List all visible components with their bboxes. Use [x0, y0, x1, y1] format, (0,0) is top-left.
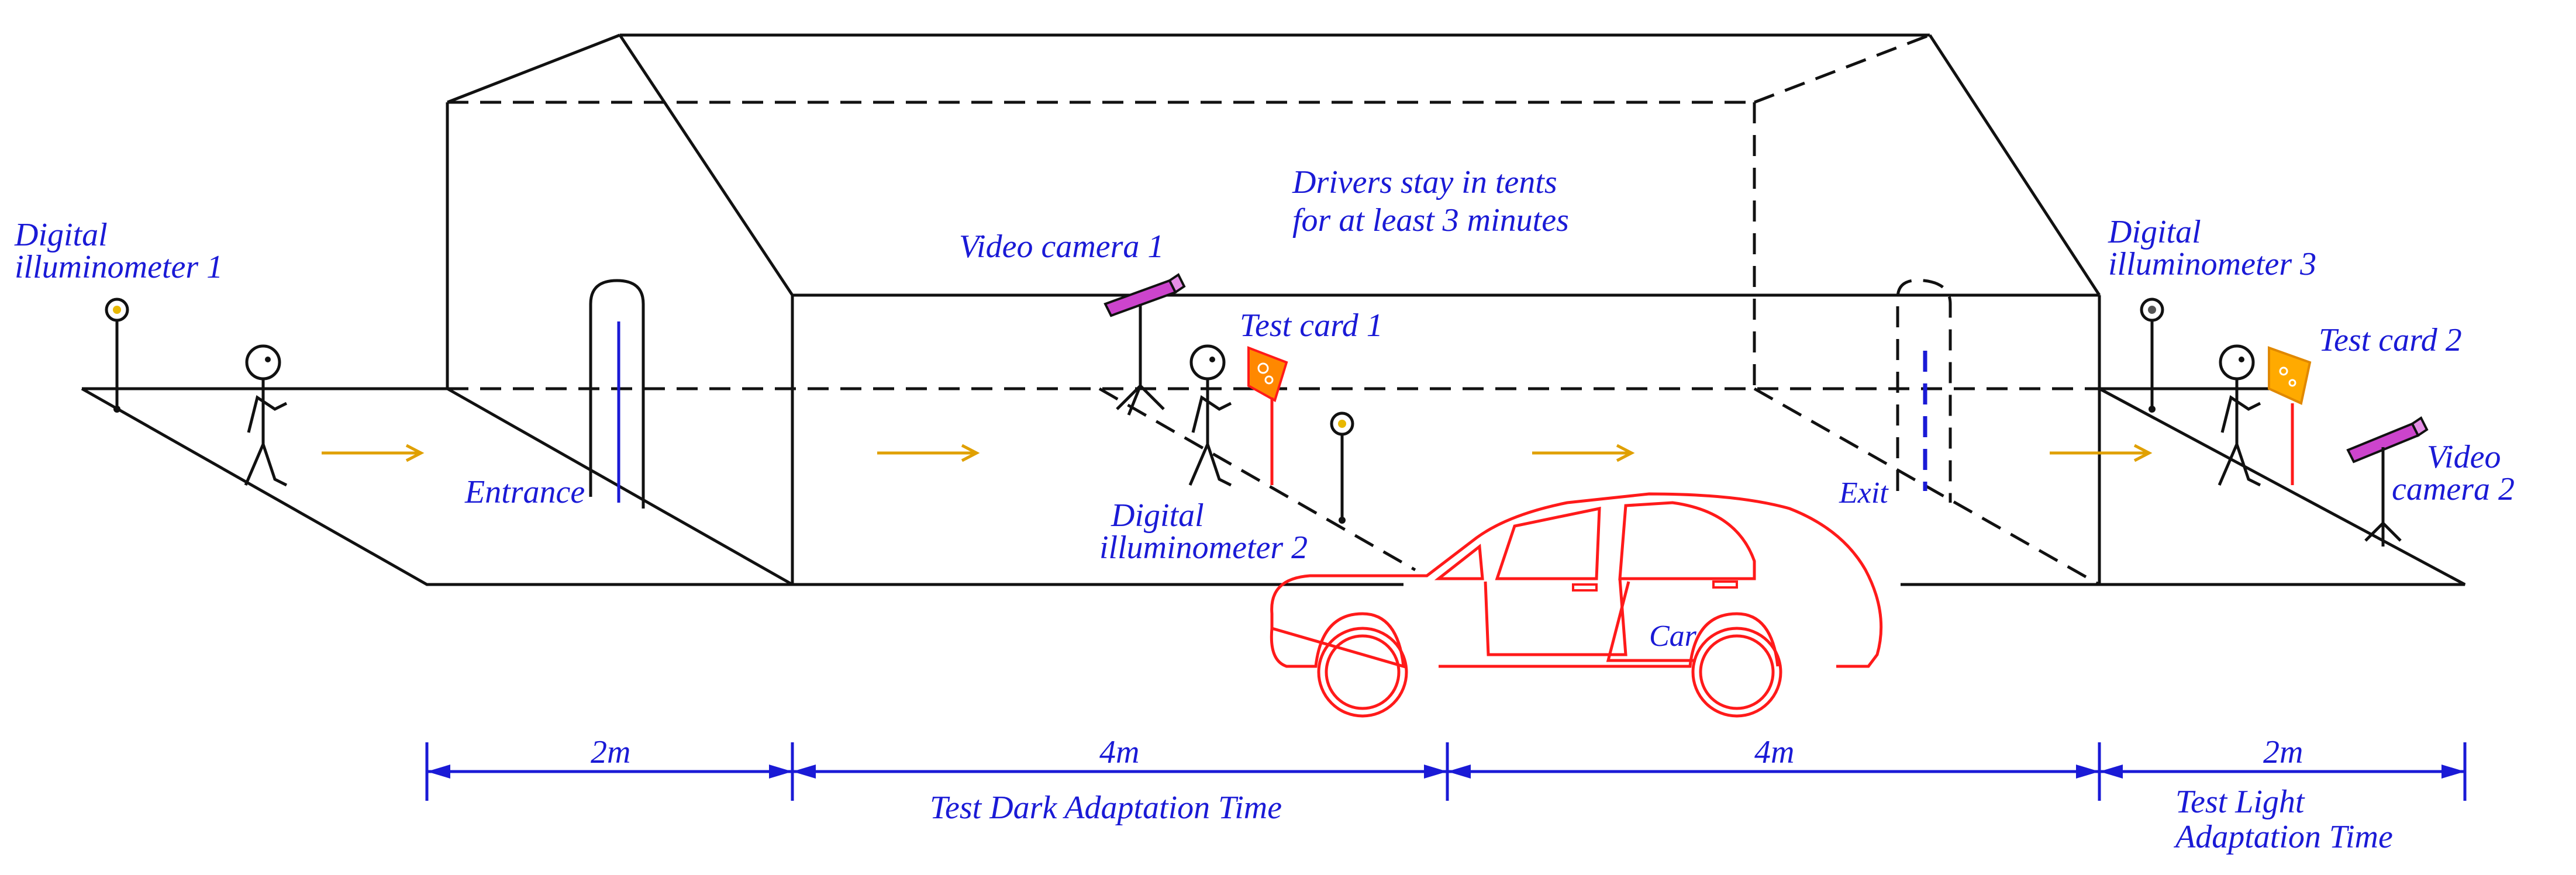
dimension-seg2-label: 4m	[1099, 734, 1139, 770]
dark-adaptation-caption: Test Dark Adaptation Time	[930, 790, 1282, 826]
illuminometer-2-label-line2: illuminometer 2	[1099, 530, 1308, 566]
video-camera-2-label-line2: camera 2	[2392, 471, 2515, 507]
arrow-right-icon	[2050, 444, 2153, 462]
illuminometer-1-label-line1: Digital	[14, 217, 108, 253]
pedestrian-figure-2	[1188, 344, 1232, 487]
test-card-1-icon	[1247, 346, 1288, 485]
arrow-right-icon	[877, 444, 980, 462]
dimension-seg4-label: 2m	[2263, 734, 2303, 770]
test-card-2-label: Test card 2	[2319, 322, 2462, 358]
tent-note-line1: Drivers stay in tents	[1292, 164, 1557, 200]
exit-door	[1896, 278, 1952, 503]
pedestrian-figure-3	[2218, 344, 2261, 487]
arrow-right-icon	[1532, 444, 1635, 462]
exit-label: Exit	[1839, 476, 1889, 510]
illuminometer-3-icon	[2140, 298, 2164, 413]
car-outline-icon	[1270, 492, 1883, 718]
video-camera-1-icon	[1103, 273, 1186, 416]
test-card-1-label: Test card 1	[1240, 307, 1383, 344]
tent-note-line2: for at least 3 minutes	[1292, 202, 1569, 238]
light-adaptation-caption-line1: Test Light	[2175, 784, 2305, 820]
video-camera-1-label: Video camera 1	[959, 229, 1164, 265]
pedestrian-figure-1	[244, 344, 288, 487]
entrance-label: Entrance	[464, 474, 585, 510]
car-label: Car	[1649, 620, 1697, 653]
ground-left-platform	[81, 387, 792, 586]
video-camera-2-icon	[2346, 416, 2429, 547]
walk-direction-arrows	[322, 444, 2153, 462]
light-adaptation-caption-line2: Adaptation Time	[2173, 819, 2393, 855]
illuminometer-2-icon	[1330, 411, 1354, 524]
illuminometer-3-label-line1: Digital	[2108, 214, 2201, 250]
illuminometer-3-label-line2: illuminometer 3	[2108, 246, 2316, 282]
tent-structure	[446, 33, 2101, 586]
entrance-door	[589, 279, 645, 509]
test-card-2-icon	[2268, 346, 2312, 485]
dimension-seg1-label: 2m	[591, 734, 630, 770]
video-camera-2-label-line1: Video	[2427, 439, 2501, 475]
illuminometer-1-icon	[105, 298, 129, 413]
dimension-seg3-label: 4m	[1754, 734, 1794, 770]
dimension-lines	[425, 742, 2467, 801]
arrow-right-icon	[322, 444, 425, 462]
illuminometer-1-label-line2: illuminometer 1	[15, 249, 223, 285]
illuminometer-2-label-line1: Digital	[1111, 497, 1204, 534]
